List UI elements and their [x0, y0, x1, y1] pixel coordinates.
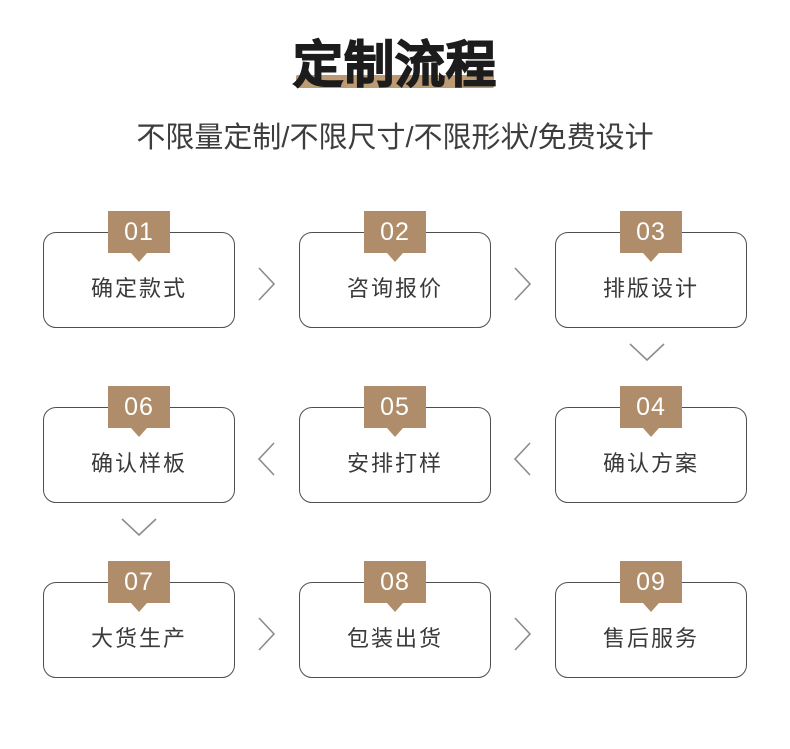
- chevron-left-icon: [252, 434, 282, 484]
- chevron-right-icon: [508, 259, 538, 309]
- step-number-badge: 04: [620, 386, 682, 428]
- step-label: 售后服务: [602, 626, 699, 651]
- chevron-right-icon: [508, 609, 538, 659]
- step-number: 07: [124, 567, 154, 596]
- chevron-left-icon: [508, 434, 538, 484]
- page-header: 定制流程 不限量定制/不限尺寸/不限形状/免费设计: [0, 0, 790, 156]
- page-title: 定制流程: [292, 39, 497, 91]
- flow-step-card[interactable]: 06 确认样板: [43, 386, 235, 503]
- step-label: 大货生产: [90, 626, 187, 651]
- flow-step-card[interactable]: 05 安排打样: [299, 386, 491, 503]
- step-number-badge: 08: [364, 561, 426, 603]
- step-number: 01: [124, 217, 154, 246]
- flow-step-card[interactable]: 01 确定款式: [43, 211, 235, 328]
- step-number-badge: 05: [364, 386, 426, 428]
- step-number-badge: 06: [108, 386, 170, 428]
- step-label: 包装出货: [346, 626, 443, 651]
- flow-step-card[interactable]: 04 确认方案: [555, 386, 747, 503]
- step-number: 06: [124, 392, 154, 421]
- step-number: 09: [636, 567, 666, 596]
- step-label: 确定款式: [90, 276, 187, 301]
- flow-step-card[interactable]: 03 排版设计: [555, 211, 747, 328]
- step-number: 08: [380, 567, 410, 596]
- flow-step-card[interactable]: 09 售后服务: [555, 561, 747, 678]
- chevron-right-icon: [252, 259, 282, 309]
- step-label: 安排打样: [346, 451, 443, 476]
- flow-step-card[interactable]: 08 包装出货: [299, 561, 491, 678]
- chevron-down-icon: [117, 512, 161, 542]
- flow-row-1: 01 确定款式 02 咨询报价 03 排版设计: [0, 211, 790, 399]
- title-underline-bar: [296, 75, 494, 88]
- step-number-badge: 03: [620, 211, 682, 253]
- step-number-badge: 01: [108, 211, 170, 253]
- flow-row-2: 06 确认样板 05 安排打样 04 确认方案: [0, 386, 790, 574]
- flow-step-card[interactable]: 02 咨询报价: [299, 211, 491, 328]
- step-number: 03: [636, 217, 666, 246]
- page-title-text: 定制流程: [292, 36, 497, 94]
- chevron-right-icon: [252, 609, 282, 659]
- step-label: 确认方案: [602, 451, 699, 476]
- step-number-badge: 09: [620, 561, 682, 603]
- step-number: 04: [636, 392, 666, 421]
- process-flow-diagram: 01 确定款式 02 咨询报价 03 排版设计: [0, 211, 790, 749]
- flow-step-card[interactable]: 07 大货生产: [43, 561, 235, 678]
- step-label: 咨询报价: [346, 276, 443, 301]
- step-number-badge: 07: [108, 561, 170, 603]
- step-number-badge: 02: [364, 211, 426, 253]
- step-label: 排版设计: [602, 276, 699, 301]
- chevron-down-icon: [625, 337, 669, 367]
- step-label: 确认样板: [90, 451, 187, 476]
- page-subtitle: 不限量定制/不限尺寸/不限形状/免费设计: [136, 122, 654, 154]
- flow-row-3: 07 大货生产 08 包装出货 09 售后服务: [0, 561, 790, 749]
- step-number: 05: [380, 392, 410, 421]
- step-number: 02: [380, 217, 410, 246]
